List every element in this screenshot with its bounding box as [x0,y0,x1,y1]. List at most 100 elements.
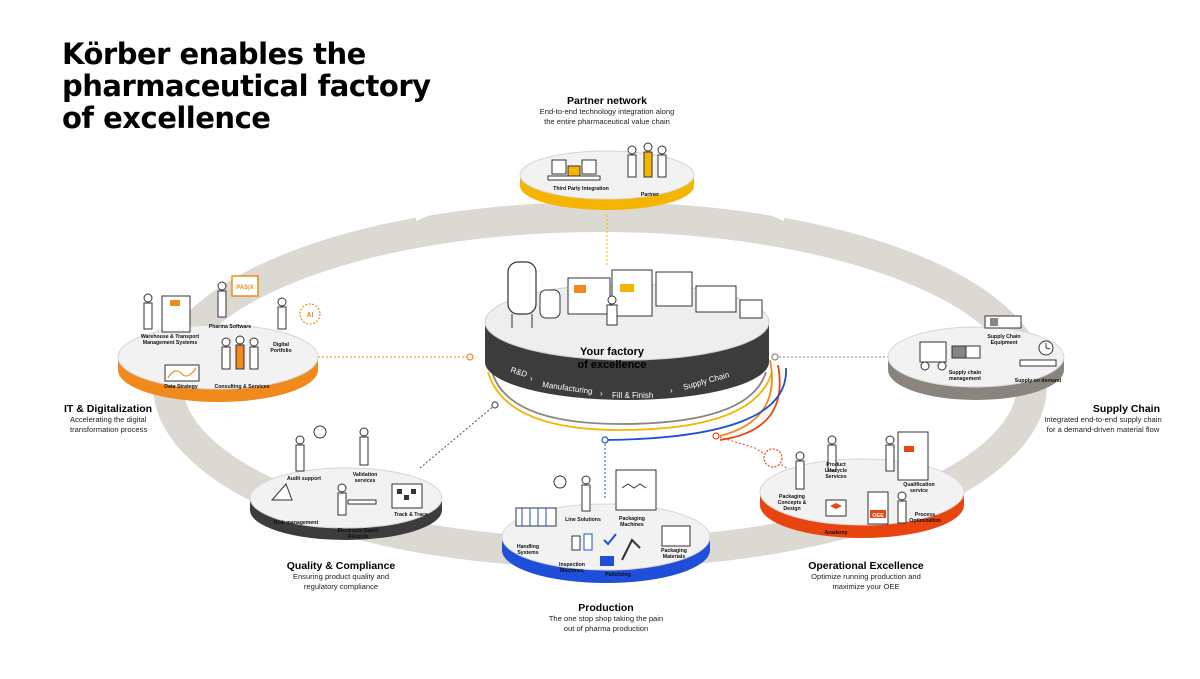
label-text: Warehouse & Transport [140,334,200,340]
label-text: Process [914,512,936,518]
connector-node-production [601,436,609,444]
it-desc-line: transformation process [70,424,148,434]
operational-desc-line: Optimize running production and [811,572,921,581]
quality-desc-line: Ensuring product quality and [292,572,390,581]
partner-platform [519,142,695,210]
supply-heading: Supply Chain [1092,403,1160,415]
label-text: Line Solutions [565,517,601,523]
label-digital-portfolio: Digital Portfolio [266,342,296,354]
label-packaging-materials: Packaging Materials [654,548,694,560]
label-text: Palletizing [605,572,631,578]
partner-desc-line: End-to-end technology integration along [539,107,675,116]
label-text: Product [826,462,846,468]
it-desc-line: Accelerating the digital [70,415,147,424]
label-text: services [354,478,376,484]
label-supply-equipment: Supply Chain Equipment [976,334,1032,346]
label-data-strategy: Data Strategy [156,384,206,390]
label-text: Concepts & [777,500,807,506]
operational-section: Operational Excellence Optimize running … [766,560,966,591]
center-step-arrow: › [600,389,603,398]
oee-label: OEE [872,513,884,519]
quality-platform [249,425,443,540]
quality-description: Ensuring product quality and regulatory … [246,572,436,591]
label-text: Machines [560,568,584,574]
ai-label: AI [307,312,314,319]
production-desc-line: out of pharma production [563,623,649,633]
label-warehouse: Warehouse & Transport Management Systems [130,334,210,346]
quality-section: Quality & Compliance Ensuring product qu… [246,560,436,591]
partner-heading: Partner network [567,95,647,107]
label-text: Machines [620,522,644,528]
center-title-1: Your factory [580,346,645,358]
label-text: Third Party Integration [553,186,609,192]
label-text: Portfolio [270,348,292,354]
connector-node-supply [771,353,779,361]
connector-quality [419,404,496,469]
label-text: Handling [516,544,540,550]
label-text: Supply on demand [1014,378,1062,384]
page-title: Körber enables the pharmaceutical factor… [62,37,431,135]
label-third-party: Third Party Integration [546,186,616,192]
page-title-line: pharmaceutical factory [62,69,431,103]
supply-desc-line: Integrated end-to-end supply chain [1044,415,1162,424]
label-text: Design [783,506,801,512]
label-text: Audit support [287,476,321,482]
label-text: Packaging [619,516,645,522]
label-ebr: Electronic Batch Records [330,528,386,540]
label-text: Services [825,474,847,480]
partner-section: Partner network End-to-end technology in… [507,95,707,126]
label-packaging-machines: Packaging Machines [612,516,652,528]
label-text: Academy [824,530,848,536]
label-text: Systems [517,550,539,556]
connector-node-quality [491,401,499,409]
label-text: Supply Chain [987,334,1021,340]
production-desc-line: The one stop shop taking the pain [548,614,664,623]
label-text: Supply chain [948,370,982,376]
label-text: Qualification [903,482,935,488]
center-step-fill: Fill & Finish [612,391,653,400]
page-title-line: of excellence [62,101,271,135]
quality-desc-line: regulatory compliance [303,581,379,591]
it-heading: IT & Digitalization [64,403,153,415]
label-text: Partner [640,192,660,198]
label-handling: Handling Systems [508,544,548,556]
label-line-solutions: Line Solutions [558,517,608,523]
it-platform: PAS|X AI [117,275,321,402]
label-packaging-concepts: Packaging Concepts & Design [772,494,812,512]
it-description: Accelerating the digital transformation … [64,415,174,434]
label-text: Packaging [661,548,687,554]
operational-desc-line: maximize your OEE [832,581,900,591]
arc-blue [604,367,787,441]
it-section: IT & Digitalization Accelerating the dig… [64,403,174,434]
label-text: Validation [352,472,378,478]
production-section: Production The one stop shop taking the … [506,602,706,633]
page-title-line: Körber enables the [62,37,366,71]
center-title-2: of excellence [577,359,646,371]
label-inspection: Inspection Machines [552,562,592,574]
pasx-label: PAS|X [236,285,254,291]
supply-section: Supply Chain Integrated end-to-end suppl… [1018,403,1188,434]
arc-red [719,364,781,441]
label-validation: Validation services [348,472,382,484]
label-academy: Academy [816,530,856,536]
label-text: Consulting & Services [214,384,270,390]
label-risk: Risk management [268,520,324,526]
label-text: Risk management [273,520,319,526]
label-text: Equipment [990,340,1018,346]
label-text: Digital [273,342,289,348]
partner-desc-line: the entire pharmaceutical value chain [544,116,670,126]
label-text: Packaging [779,494,805,500]
label-palletizing: Palletizing [598,572,638,578]
label-text: Records [347,534,369,540]
label-text: Management Systems [142,340,198,346]
label-text: Optimization [909,518,941,524]
label-text: Lifecycle [824,468,848,474]
arc-yellow [487,371,773,431]
label-text: Data Strategy [164,384,198,390]
partner-description: End-to-end technology integration along … [507,107,707,126]
supply-platform [887,315,1065,400]
label-pharma-software: Pharma Software [200,324,260,330]
label-supply-management: Supply chain management [940,370,990,382]
ring-arrow [770,209,784,221]
